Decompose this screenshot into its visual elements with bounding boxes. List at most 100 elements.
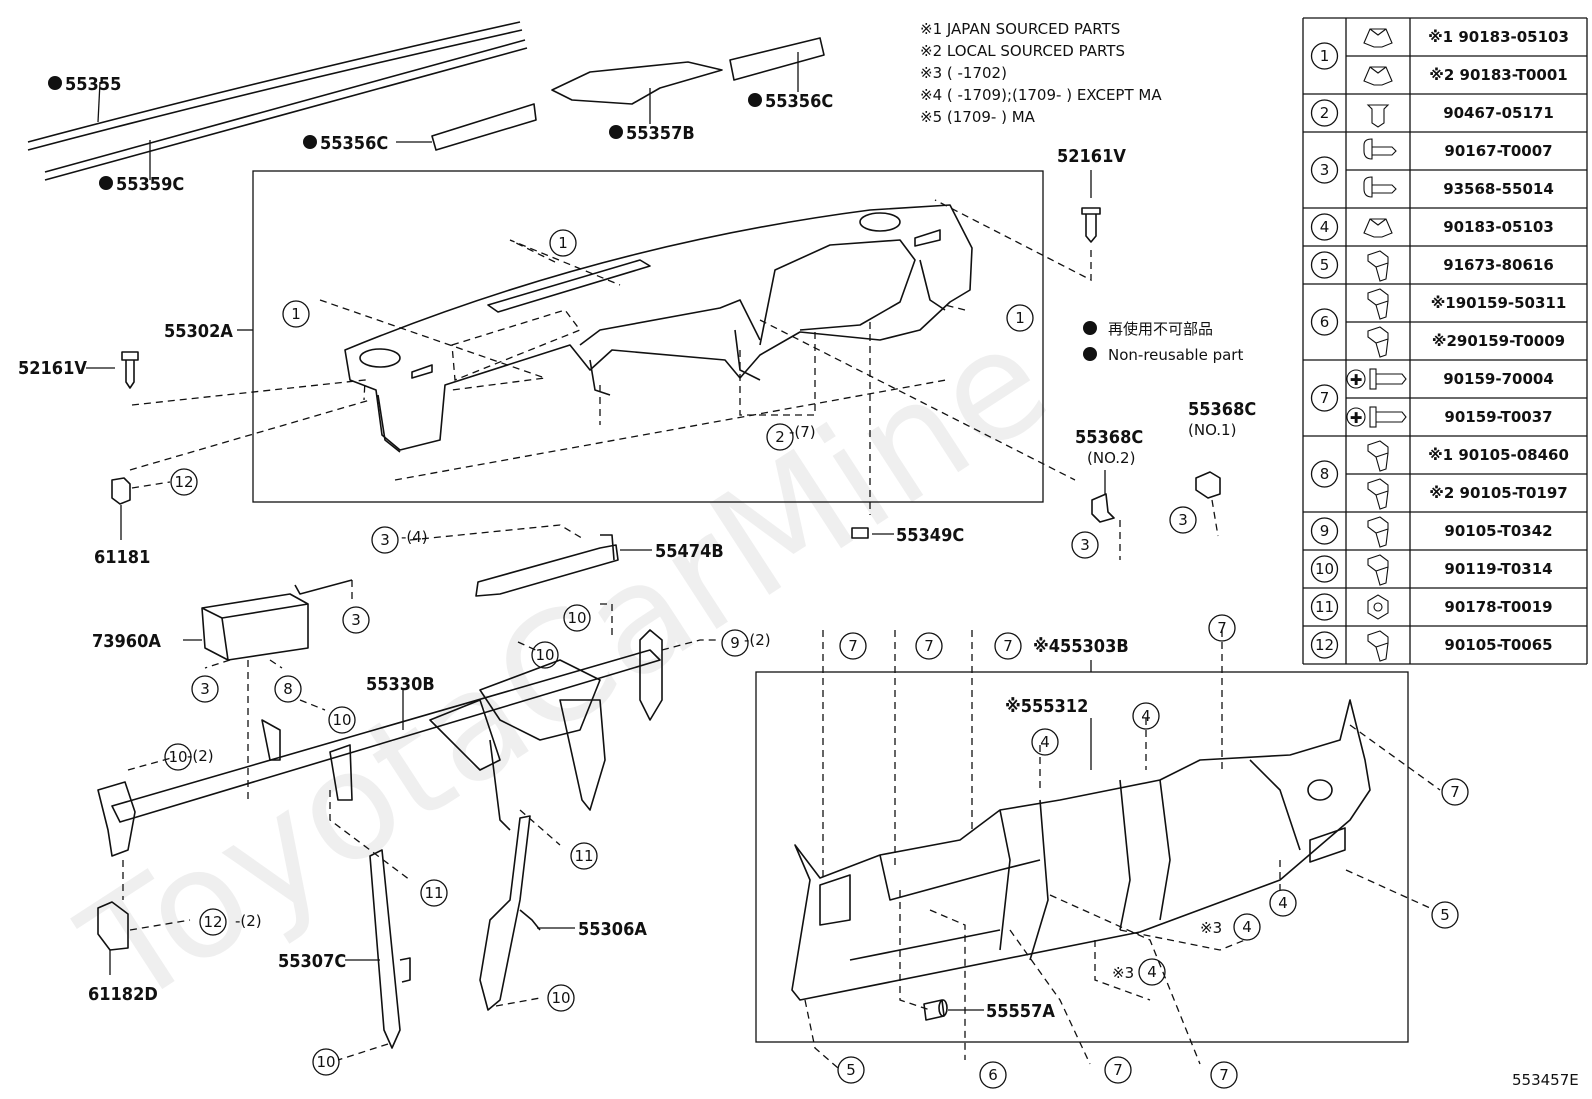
svg-text:12: 12 xyxy=(1315,636,1334,654)
legend-jp: 再使用不可部品 xyxy=(1108,320,1213,338)
svg-text:7: 7 xyxy=(1113,1061,1123,1079)
label-52161V-left: 52161V xyxy=(18,358,87,379)
part-55368C-no1 xyxy=(1195,471,1221,499)
washer-screw-icon: ✚ xyxy=(1346,406,1407,428)
svg-text:✚: ✚ xyxy=(1350,409,1363,427)
svg-text:11: 11 xyxy=(1315,598,1334,616)
note-1: ※1 JAPAN SOURCED PARTS xyxy=(920,20,1120,38)
part-55349C xyxy=(851,527,869,539)
part-number: ※290159-T0009 xyxy=(1432,332,1565,350)
label-55359C: 55359C xyxy=(116,174,184,195)
note-2: ※2 LOCAL SOURCED PARTS xyxy=(920,42,1125,60)
ref-number-circle: 2 xyxy=(1310,99,1339,127)
svg-text:7: 7 xyxy=(1450,783,1460,801)
svg-text:3: 3 xyxy=(380,531,390,549)
part-55302A-instrument-panel xyxy=(344,204,973,453)
screw-icon xyxy=(1363,138,1397,160)
svg-text:6: 6 xyxy=(988,1066,998,1084)
callout-10: 10 xyxy=(312,1048,340,1076)
label-55349C: 55349C xyxy=(896,525,964,546)
part-55330B-reinforcement xyxy=(97,629,663,857)
svg-text:7: 7 xyxy=(848,637,858,655)
svg-text:11: 11 xyxy=(424,884,443,902)
callout-7: 7 xyxy=(994,632,1022,660)
ref-2-7: -(7) xyxy=(789,423,816,441)
label-61182D: 61182D xyxy=(88,984,158,1005)
callout-12: 12 xyxy=(170,468,198,496)
callout-5: 5 xyxy=(837,1056,865,1084)
svg-text:5: 5 xyxy=(846,1061,856,1079)
svg-text:12: 12 xyxy=(203,913,222,931)
callout-7: 7 xyxy=(1441,778,1469,806)
svg-text:9: 9 xyxy=(1320,522,1330,540)
legend-en: Non-reusable part xyxy=(1108,346,1243,364)
label-55312: ※555312 xyxy=(1005,696,1088,717)
part-number: 90105-T0342 xyxy=(1444,522,1552,540)
label-55306A: 55306A xyxy=(578,919,647,940)
svg-text:5: 5 xyxy=(1320,256,1330,274)
bolt-icon xyxy=(1367,440,1389,472)
callout-9: 9 xyxy=(721,629,749,657)
label-73960A: 73960A xyxy=(92,631,161,652)
callout-5: 5 xyxy=(1431,901,1459,929)
parts-table-row: 8※1 90105-08460※2 90105-T0197 xyxy=(1303,435,1587,510)
svg-text:12: 12 xyxy=(174,473,193,491)
label-61181: 61181 xyxy=(94,547,150,568)
svg-text:5: 5 xyxy=(1440,906,1450,924)
svg-text:7: 7 xyxy=(1003,637,1013,655)
svg-text:10: 10 xyxy=(1315,560,1334,578)
part-52161V-left xyxy=(121,351,139,389)
part-55355-strip xyxy=(27,21,528,181)
notes-block: ※1 JAPAN SOURCED PARTS ※2 LOCAL SOURCED … xyxy=(920,20,1162,126)
callout-1: 1 xyxy=(549,229,577,257)
ref-number-circle: 6 xyxy=(1310,308,1339,336)
callout-1: 1 xyxy=(1006,304,1034,332)
callout-7: 7 xyxy=(1210,1061,1238,1089)
parts-table-row: 12 90105-T0065 xyxy=(1303,625,1587,662)
washer-screw-icon: ✚ xyxy=(1346,368,1407,390)
callout-3: 3 xyxy=(191,675,219,703)
svg-text:8: 8 xyxy=(283,680,293,698)
label-55356C-a: 55356C xyxy=(765,91,833,112)
svg-text:7: 7 xyxy=(1219,1066,1229,1084)
svg-text:10: 10 xyxy=(535,646,554,664)
part-number: 90105-T0065 xyxy=(1444,636,1552,654)
svg-text:7: 7 xyxy=(1217,619,1227,637)
label-55355: 55355 xyxy=(65,74,121,95)
callout-10: 10 xyxy=(328,706,356,734)
part-number: ※2 90183-T0001 xyxy=(1429,66,1567,84)
note-5: ※5 (1709- ) MA xyxy=(920,108,1036,126)
part-number: 90167-T0007 xyxy=(1444,142,1552,160)
ref-9-2: -(2) xyxy=(744,631,771,649)
callout-7: 7 xyxy=(839,632,867,660)
svg-text:10: 10 xyxy=(567,609,586,627)
callout-10: 10 xyxy=(164,743,192,771)
callout-11: 11 xyxy=(570,842,598,870)
part-73960A-airbag xyxy=(201,579,353,661)
bolt-icon xyxy=(1367,250,1389,282)
label-55557A: 55557A xyxy=(986,1001,1055,1022)
callout-7: 7 xyxy=(1104,1056,1132,1084)
part-number: 90178-T0019 xyxy=(1444,598,1552,616)
label-55368C-no1: 55368C xyxy=(1188,399,1256,420)
bolt-icon xyxy=(1367,288,1389,320)
callout-4: 4 xyxy=(1233,913,1261,941)
label-55307C: 55307C xyxy=(278,951,346,972)
callout-10: 10 xyxy=(563,604,591,632)
callout-4: 4 xyxy=(1132,702,1160,730)
parts-table-row: 11 90178-T0019 xyxy=(1303,587,1587,621)
svg-text:3: 3 xyxy=(1178,511,1188,529)
svg-text:1: 1 xyxy=(291,305,301,323)
svg-text:4: 4 xyxy=(1141,707,1151,725)
callout-4: 4 xyxy=(1269,889,1297,917)
screw-icon xyxy=(1363,176,1397,198)
callout-2: 2 xyxy=(766,423,794,451)
ref-number-circle: 10 xyxy=(1310,555,1339,583)
svg-text:8: 8 xyxy=(1320,465,1330,483)
part-number: 91673-80616 xyxy=(1443,256,1554,274)
part-number: 90159-70004 xyxy=(1443,370,1554,388)
label-55368C-no1-sub: (NO.1) xyxy=(1188,421,1236,439)
parts-table-row: 1※1 90183-05103※2 90183-T0001 xyxy=(1303,17,1587,86)
